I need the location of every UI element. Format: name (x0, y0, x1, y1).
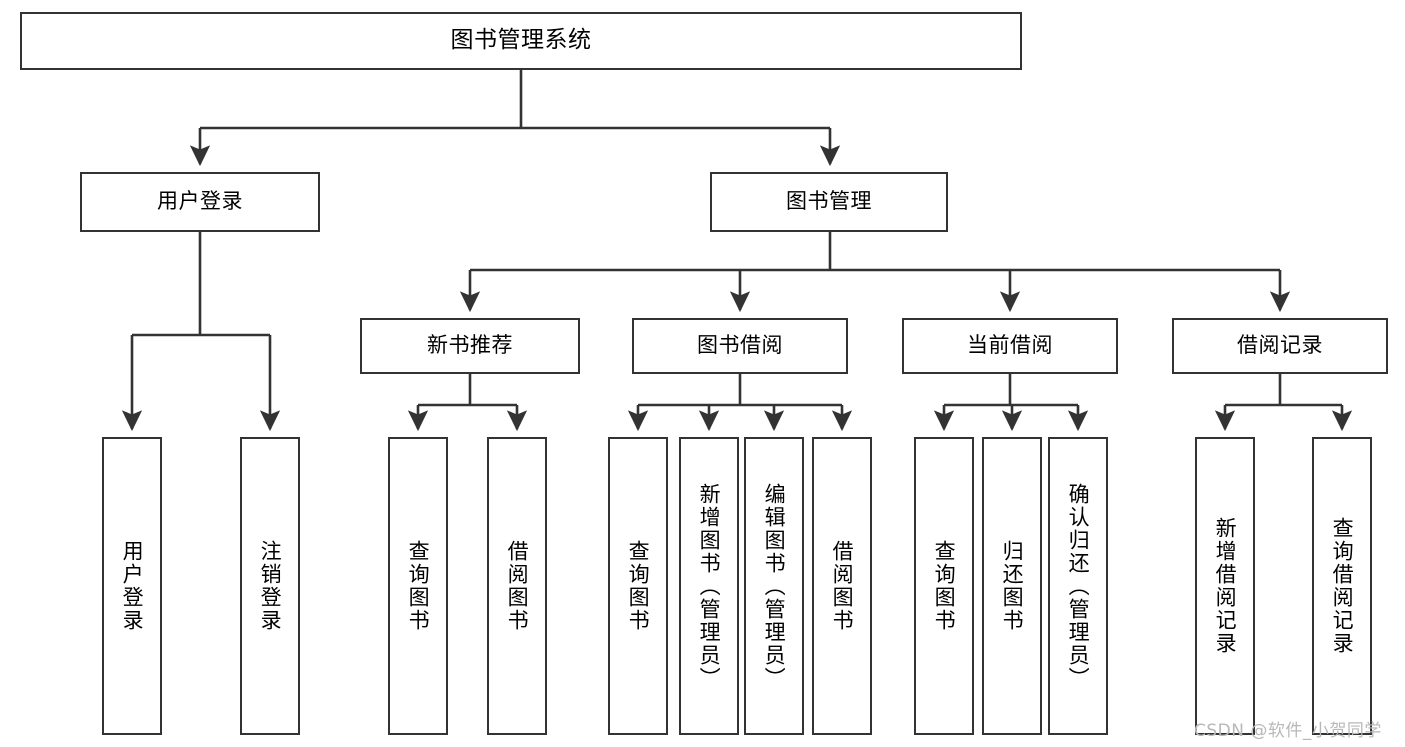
node-leaf-confirm-return-admin-label: 确认归还（管理员） (1066, 482, 1091, 690)
new-book-recommend-to-leaf-edges (407, 374, 528, 432)
node-book-borrow-label: 图书借阅 (697, 333, 783, 358)
node-borrow-record-label: 借阅记录 (1237, 333, 1323, 358)
node-leaf-query-book-rec-label: 查询图书 (406, 540, 431, 632)
node-system-title-label: 图书管理系统 (450, 27, 592, 54)
node-leaf-add-book-admin-label: 新增图书（管理员） (697, 482, 722, 690)
node-leaf-borrow-book[interactable]: 借阅图书 (812, 437, 872, 735)
node-system-title[interactable]: 图书管理系统 (20, 12, 1022, 70)
csdn-watermark: CSDN @软件_小贺同学 (1194, 721, 1382, 741)
book-borrow-to-leaf-edges (627, 374, 853, 432)
node-leaf-logout[interactable]: 注销登录 (240, 437, 300, 735)
user-login-to-leaf-edges (121, 232, 281, 432)
node-leaf-edit-book-admin-label: 编辑图书（管理员） (762, 482, 787, 690)
node-leaf-query-book-rec[interactable]: 查询图书 (388, 437, 448, 735)
node-user-login-label: 用户登录 (157, 189, 243, 214)
node-leaf-borrow-book-rec[interactable]: 借阅图书 (487, 437, 547, 735)
node-leaf-user-login[interactable]: 用户登录 (102, 437, 162, 735)
current-borrow-to-leaf-edges (933, 374, 1089, 432)
node-leaf-query-book-borrow-label: 查询图书 (626, 540, 651, 632)
borrow-record-to-leaf-edges (1214, 374, 1353, 432)
root-to-level2-edges (189, 70, 841, 167)
node-leaf-return-book-label: 归还图书 (1000, 540, 1025, 632)
node-leaf-query-borrow-record-label: 查询借阅记录 (1330, 517, 1355, 655)
node-borrow-record[interactable]: 借阅记录 (1172, 318, 1388, 374)
node-current-borrow[interactable]: 当前借阅 (902, 318, 1118, 374)
node-leaf-add-book-admin[interactable]: 新增图书（管理员） (679, 437, 739, 735)
node-leaf-query-book-current[interactable]: 查询图书 (914, 437, 974, 735)
node-leaf-return-book[interactable]: 归还图书 (982, 437, 1042, 735)
node-leaf-query-book-current-label: 查询图书 (932, 540, 957, 632)
node-leaf-query-book-borrow[interactable]: 查询图书 (608, 437, 668, 735)
node-leaf-logout-label: 注销登录 (258, 540, 283, 632)
node-leaf-confirm-return-admin[interactable]: 确认归还（管理员） (1048, 437, 1108, 735)
node-leaf-add-borrow-record[interactable]: 新增借阅记录 (1195, 437, 1255, 735)
node-book-management-label: 图书管理 (786, 189, 872, 214)
node-current-borrow-label: 当前借阅 (967, 333, 1053, 358)
node-leaf-borrow-book-rec-label: 借阅图书 (505, 540, 530, 632)
node-leaf-edit-book-admin[interactable]: 编辑图书（管理员） (744, 437, 804, 735)
node-new-book-recommend-label: 新书推荐 (427, 333, 513, 358)
node-book-borrow[interactable]: 图书借阅 (632, 318, 848, 374)
node-leaf-add-borrow-record-label: 新增借阅记录 (1213, 517, 1238, 655)
node-user-login[interactable]: 用户登录 (80, 172, 320, 232)
node-leaf-query-borrow-record[interactable]: 查询借阅记录 (1312, 437, 1372, 735)
node-leaf-borrow-book-label: 借阅图书 (830, 540, 855, 632)
node-leaf-user-login-label: 用户登录 (120, 540, 145, 632)
node-new-book-recommend[interactable]: 新书推荐 (360, 318, 580, 374)
book-management-to-level3-edges (459, 232, 1291, 313)
node-book-management[interactable]: 图书管理 (710, 172, 948, 232)
